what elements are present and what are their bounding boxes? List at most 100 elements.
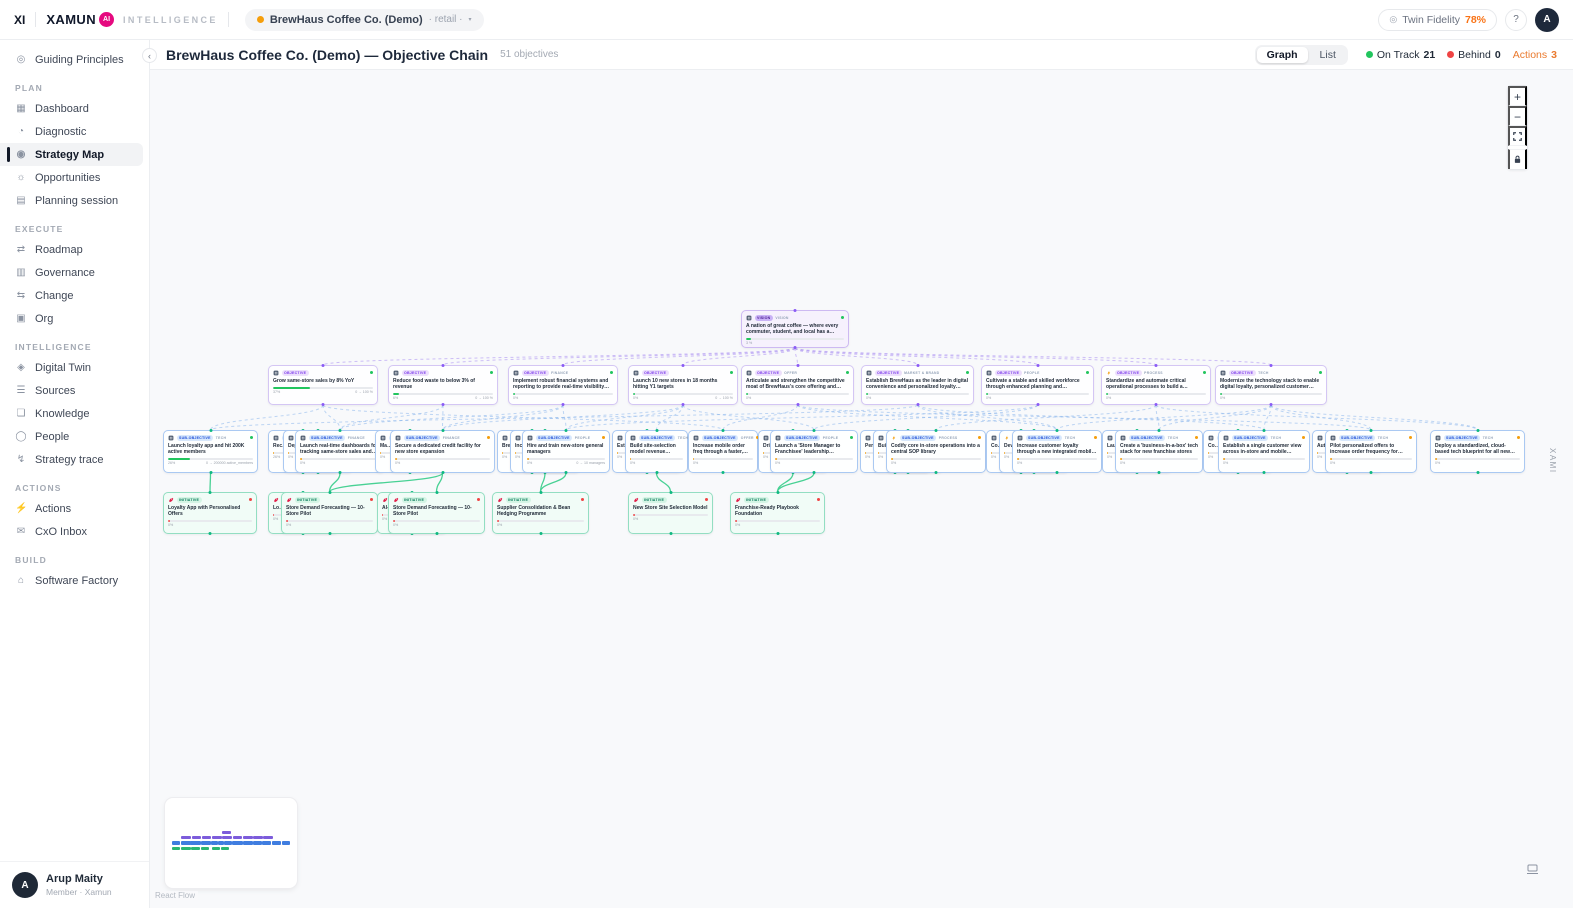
building-icon bbox=[617, 435, 623, 441]
building-icon bbox=[1330, 435, 1336, 441]
node-type-badge: OBJECTIVE bbox=[874, 369, 902, 376]
progress-bar bbox=[1223, 458, 1305, 460]
help-button[interactable]: ? bbox=[1505, 8, 1527, 31]
sidebar-item-guiding-principles[interactable]: ◎Guiding Principles bbox=[16, 53, 124, 66]
node-title: Aut… bbox=[1317, 442, 1331, 449]
status-dot bbox=[486, 435, 490, 440]
sidebar-item-digital-twin[interactable]: ◈Digital Twin bbox=[0, 356, 143, 379]
minimap[interactable] bbox=[165, 798, 297, 888]
progress-bar bbox=[513, 393, 613, 395]
fit-view-icon bbox=[1513, 130, 1522, 144]
objective-count: 51 objectives bbox=[500, 49, 559, 60]
node-title: Lo… bbox=[273, 504, 285, 511]
sidebar-item-planning-session[interactable]: ▤Planning session bbox=[16, 194, 119, 207]
diagnostic-icon: ◔ bbox=[17, 126, 25, 137]
sidebar-item-software-factory[interactable]: ⌂Software Factory bbox=[0, 569, 143, 592]
zoom-in-button[interactable]: + bbox=[1508, 86, 1527, 106]
progress-bar bbox=[775, 458, 853, 460]
building-icon bbox=[273, 435, 279, 441]
sidebar-item-strategy-trace[interactable]: ↯Strategy trace bbox=[16, 453, 104, 466]
node-type-badge: VISION bbox=[754, 314, 773, 321]
sidebar-item-governance[interactable]: ▥Governance bbox=[16, 266, 95, 279]
minimap-node bbox=[172, 846, 181, 851]
node-tag: TECH bbox=[677, 435, 689, 440]
node-title: A nation of great coffee — where every c… bbox=[746, 322, 839, 336]
building-icon bbox=[633, 370, 639, 376]
device-icon bbox=[1526, 862, 1539, 880]
view-toggle-graph[interactable]: Graph bbox=[1256, 46, 1308, 63]
node-meta: 0% bbox=[693, 461, 699, 465]
sidebar-item-roadmap[interactable]: ⇄Roadmap bbox=[16, 243, 83, 256]
sidebar-item-strategy-map[interactable]: ◉Strategy Map bbox=[0, 143, 143, 166]
sidebar-item-org[interactable]: ▣Org bbox=[16, 312, 54, 325]
twin-fidelity-pill[interactable]: ◎ Twin Fidelity 78% bbox=[1378, 8, 1497, 31]
sidebar-item-diagnostic[interactable]: ◔Diagnostic bbox=[0, 120, 143, 143]
node-tag: TECH bbox=[215, 435, 227, 440]
progress-bar bbox=[497, 520, 584, 522]
node-type-badge: OBJECTIVE bbox=[754, 369, 782, 376]
sidebar-item-knowledge[interactable]: ❏Knowledge bbox=[16, 407, 90, 420]
workspace-selector[interactable]: BrewHaus Coffee Co. (Demo) · retail · ▾ bbox=[244, 8, 484, 31]
status-dot bbox=[840, 315, 844, 320]
node-tag: PEOPLE bbox=[1024, 370, 1040, 375]
sidebar-item-change[interactable]: ⇆Change bbox=[16, 289, 74, 302]
node-meta: 0% bbox=[866, 396, 872, 400]
view-toggle-list[interactable]: List bbox=[1310, 47, 1346, 63]
sidebar-item-cxo-inbox[interactable]: ✉CxO Inbox bbox=[16, 525, 87, 538]
minimap-node bbox=[234, 841, 244, 846]
fit-view-button[interactable] bbox=[1508, 126, 1527, 146]
lock-button[interactable] bbox=[1508, 149, 1527, 169]
sidebar-collapse-button[interactable]: ‹ bbox=[142, 48, 157, 63]
sidebar-user[interactable]: A Arup Maity Member · Xamun bbox=[0, 861, 149, 908]
building-icon bbox=[991, 435, 997, 441]
zoom-out-button[interactable]: − bbox=[1508, 106, 1527, 126]
node-title: Bui… bbox=[878, 442, 892, 449]
sidebar-item-people[interactable]: ◯People bbox=[15, 430, 70, 443]
node-meta: 0% bbox=[286, 523, 292, 527]
sidebar-item-sources[interactable]: ☰Sources bbox=[16, 384, 76, 397]
side-drawer-tab[interactable]: XAMI bbox=[1548, 448, 1557, 474]
progress-bar bbox=[393, 520, 480, 522]
sidebar-item-actions[interactable]: ⚡Actions bbox=[15, 502, 72, 515]
fidelity-label: Twin Fidelity bbox=[1402, 13, 1460, 26]
user-role: Member · Xamun bbox=[46, 887, 112, 897]
node-title: Standardize and automate critical operat… bbox=[1106, 377, 1186, 391]
building-icon bbox=[1208, 435, 1214, 441]
sidebar-item-dashboard[interactable]: ▦Dashboard bbox=[16, 102, 89, 115]
edges-layer bbox=[209, 347, 1478, 493]
sidebar-item-opportunities[interactable]: ☼Opportunities bbox=[16, 171, 101, 184]
progress-bar bbox=[286, 520, 373, 522]
building-icon bbox=[527, 435, 533, 441]
user-avatar[interactable]: A bbox=[1535, 7, 1559, 32]
